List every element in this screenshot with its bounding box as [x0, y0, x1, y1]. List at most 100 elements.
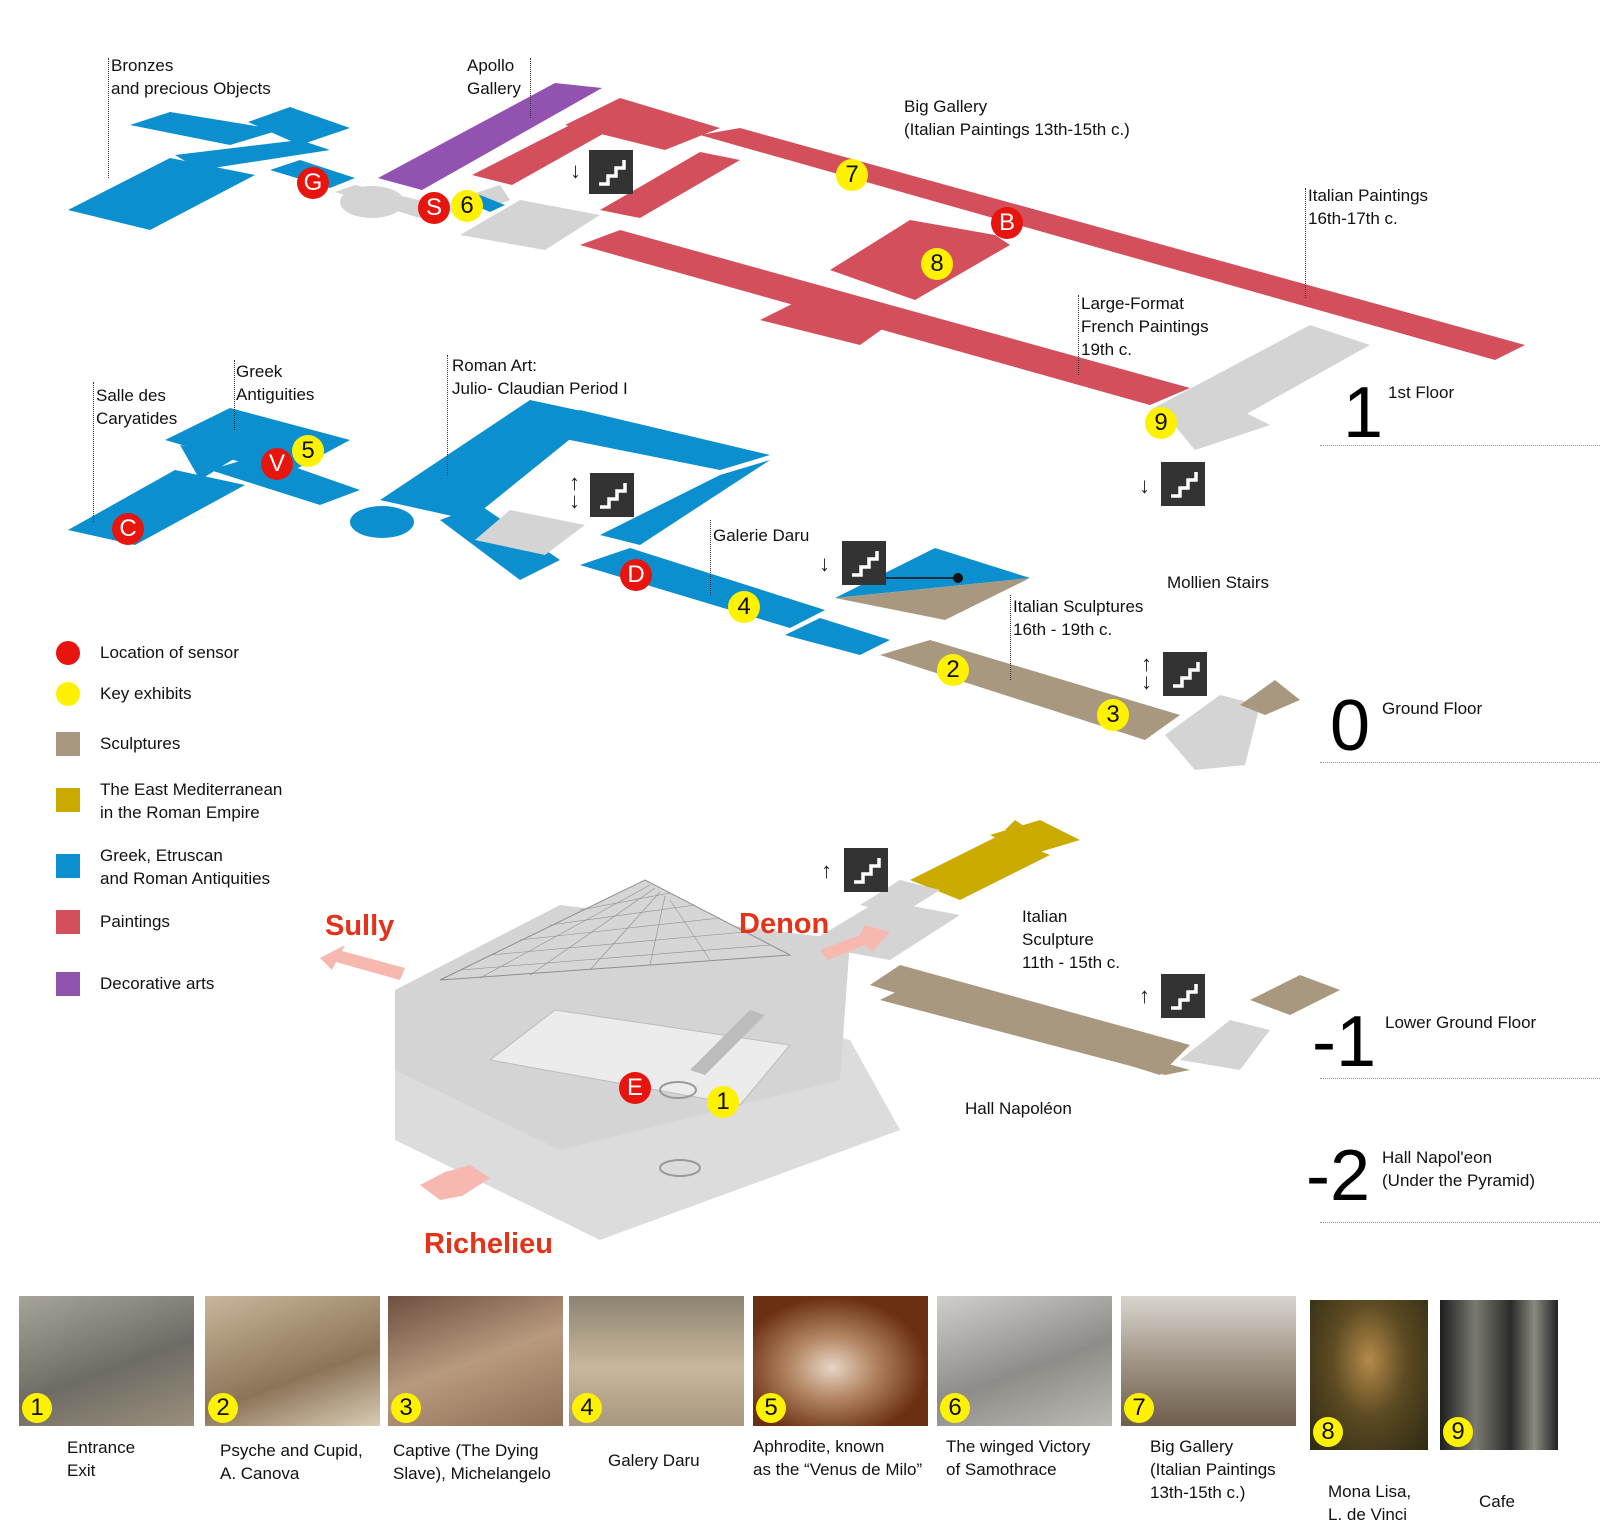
floor-divider-minus1	[1320, 1078, 1600, 1079]
roman-art-block-2	[520, 410, 770, 470]
italian-sculpture-lower-hall	[870, 965, 1190, 1075]
escalator	[690, 1010, 765, 1075]
italian-sculpture-lower-hall-2	[880, 990, 1190, 1075]
label-bronzes: Bronzes and precious Objects	[111, 56, 271, 98]
exhibit-photo-2: 2	[205, 1296, 380, 1426]
stair-hall-1	[460, 200, 600, 250]
exhibit-photo-5: 5	[753, 1296, 928, 1426]
exhibit-marker-5: 5	[292, 435, 324, 467]
exhibit-photo-9: 9	[1440, 1300, 1558, 1450]
paintings-c	[600, 152, 740, 218]
mona-lisa-room	[830, 220, 1010, 300]
wing-label-denon: Denon	[739, 908, 830, 940]
floor-name-1: 1st Floor	[1388, 383, 1455, 402]
arrow-up-icon: ↑	[821, 858, 832, 883]
east-stairs-2	[1170, 410, 1270, 450]
exhibit-caption-6: The winged Victory of Samothrace	[946, 1437, 1091, 1479]
paintings-e	[760, 300, 895, 345]
exhibit-caption-5: Aphrodite, known as the “Venus de Milo”	[753, 1437, 923, 1479]
east-stairs	[1150, 325, 1370, 440]
sensor-marker-d: D	[620, 559, 652, 591]
galerie-daru	[580, 548, 825, 628]
apollo-gallery	[378, 83, 602, 190]
exhibit-photo-1: 1	[19, 1296, 194, 1426]
leader-daru	[710, 520, 711, 595]
exhibit-marker-6: 6	[451, 190, 483, 222]
denon-arrow	[820, 925, 890, 960]
arrow-down-icon: ↓	[570, 158, 581, 183]
exhibit-photo-6: 6	[937, 1296, 1112, 1426]
leader-large-format	[1078, 295, 1079, 375]
exhibit-photo-number: 6	[940, 1393, 970, 1423]
stairs-icon	[1161, 974, 1205, 1018]
paintings-a	[472, 125, 610, 185]
exhibit-photo-number: 1	[22, 1393, 52, 1423]
stairs-icon	[842, 541, 886, 585]
exhibit-marker-1: 1	[707, 1086, 739, 1118]
exhibit-photo-number: 9	[1443, 1417, 1473, 1447]
paintings-b	[565, 98, 720, 150]
exhibit-caption-2: Psyche and Cupid, A. Canova	[220, 1441, 363, 1483]
big-gallery	[700, 128, 1525, 360]
label-mollien-stairs: Mollien Stairs	[1167, 573, 1270, 592]
mollien-point	[953, 573, 963, 583]
exhibit-marker-3: 3	[1097, 699, 1129, 731]
east-med-c	[1005, 820, 1030, 830]
label-roman-art: Roman Art: Julio- Claudian Period I	[452, 356, 628, 398]
lower-east-stairs	[1180, 1020, 1270, 1070]
arrow-updown-icon: ↑↓	[569, 470, 580, 513]
sensor-marker-v: V	[261, 448, 293, 480]
bronzes-wing-3	[68, 158, 255, 230]
exhibit-caption-8: Mona Lisa, L. de Vinci	[1328, 1482, 1412, 1524]
bronzes-wing-2	[248, 107, 350, 145]
greek-block	[180, 445, 240, 480]
leader-roman	[447, 355, 448, 475]
floor-number-minus1: -1	[1312, 1002, 1377, 1082]
italian-sculptures-hall	[880, 640, 1180, 740]
lower-ground-floor-plan	[320, 820, 1340, 1240]
legend-label: Paintings	[100, 912, 170, 931]
exhibit-photo-number: 2	[208, 1393, 238, 1423]
label-italian-sculptures: Italian Sculptures 16th - 19th c.	[1013, 597, 1144, 639]
richelieu-arrow	[420, 1165, 490, 1200]
spiral-stair	[659, 1081, 697, 1099]
roman-art-block-3	[600, 460, 770, 545]
exhibit-photo-number: 8	[1313, 1417, 1343, 1447]
legend-label: Key exhibits	[100, 684, 192, 703]
exhibit-marker-9: 9	[1145, 407, 1177, 439]
floor-number-minus2: -2	[1306, 1136, 1371, 1216]
exhibit-caption-4: Galery Daru	[608, 1451, 700, 1470]
floor-divider-minus2	[1320, 1222, 1600, 1223]
leader-greek	[234, 360, 235, 430]
label-italian-sculpture-lower: Italian Sculpture 11th - 15th c.	[1022, 907, 1120, 972]
label-large-format: Large-Format French Paintings 19th c.	[1081, 294, 1209, 359]
stairs-icon	[1161, 462, 1205, 506]
leader-italian-paintings	[1305, 188, 1306, 298]
exhibit-marker-2: 2	[937, 654, 969, 686]
exhibit-caption-1: Entrance Exit	[67, 1438, 136, 1480]
exhibit-marker-7: 7	[836, 159, 868, 191]
sensor-marker-c: C	[112, 513, 144, 545]
leader-bronzes	[108, 58, 109, 178]
arrow-down-icon: ↓	[819, 551, 830, 576]
floor-number-1: 1	[1343, 373, 1384, 453]
arrow-up-icon: ↑	[1139, 983, 1150, 1008]
pyramid-grid	[459, 884, 771, 979]
exhibit-photo-8: 8	[1310, 1300, 1428, 1450]
leader-apollo	[530, 58, 531, 118]
paintings-d	[580, 230, 1190, 405]
exhibit-photo-number: 4	[572, 1393, 602, 1423]
exhibit-caption-9: Cafe	[1479, 1492, 1515, 1511]
exhibit-marker-8: 8	[921, 248, 953, 280]
floor-name-minus2: Hall Napol'eon (Under the Pyramid)	[1382, 1148, 1536, 1190]
sensor-marker-g: G	[297, 167, 329, 199]
legend-swatch	[56, 972, 80, 996]
label-hall-napoleon: Hall Napoléon	[965, 1099, 1072, 1118]
spiral-stair-lower	[659, 1159, 701, 1177]
arrow-down-icon: ↓	[1139, 473, 1150, 498]
bronzes-wing	[130, 112, 280, 145]
greek-corridor	[210, 455, 360, 505]
label-italian-paintings: Italian Paintings 16th-17th c.	[1308, 186, 1429, 228]
exhibit-photo-number: 5	[756, 1393, 786, 1423]
east-med-a	[910, 835, 1050, 900]
